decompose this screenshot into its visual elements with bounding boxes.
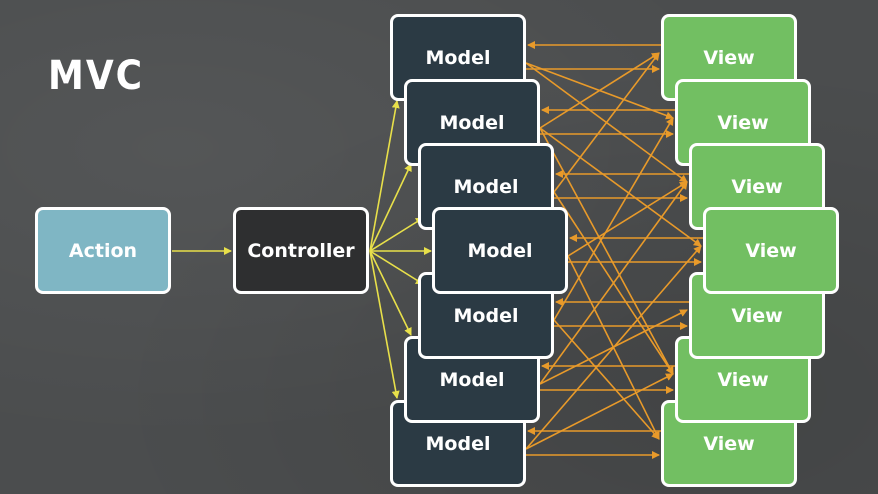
view-label: View [703, 46, 755, 69]
model-box-4[interactable]: Model [432, 207, 568, 294]
cross-arrow-9 [539, 181, 688, 385]
controller-to-model-arrow-5 [369, 250, 424, 285]
model-label: Model [453, 304, 519, 327]
cross-arrow-14 [525, 373, 674, 450]
model-label: Model [467, 239, 533, 262]
action-box[interactable]: Action [35, 207, 171, 294]
controller-label: Controller [247, 239, 355, 262]
cross-arrow-3 [539, 127, 702, 247]
cross-arrow-7 [553, 117, 674, 321]
view-label: View [745, 239, 797, 262]
view-box-4[interactable]: View [703, 207, 839, 294]
model-view-arrows [525, 41, 703, 459]
controller-to-model-arrow-6 [369, 250, 412, 336]
view-label: View [717, 111, 769, 134]
controller-to-model-arrow-1 [369, 100, 400, 252]
action-label: Action [68, 239, 138, 262]
controller-to-model-arrow-7 [369, 250, 400, 399]
model-label: Model [425, 432, 491, 455]
model-label: Model [453, 175, 519, 198]
view-label: View [717, 368, 769, 391]
controller-box[interactable]: Controller [233, 207, 369, 294]
slide-title: MVC [48, 53, 145, 99]
cross-arrow-13 [567, 255, 660, 440]
cross-arrow-12 [539, 127, 674, 375]
controller-arrows [172, 100, 432, 399]
view-label: View [703, 432, 755, 455]
view-label: View [731, 175, 783, 198]
model-label: Model [439, 368, 505, 391]
cross-arrow-8 [553, 319, 660, 440]
controller-to-model-arrow-3 [369, 217, 424, 252]
cross-arrow-2 [539, 52, 660, 129]
cross-arrow-15 [525, 62, 688, 183]
model-label: Model [439, 111, 505, 134]
view-label: View [731, 304, 783, 327]
controller-to-model-arrow-2 [369, 163, 412, 252]
model-label: Model [425, 46, 491, 69]
